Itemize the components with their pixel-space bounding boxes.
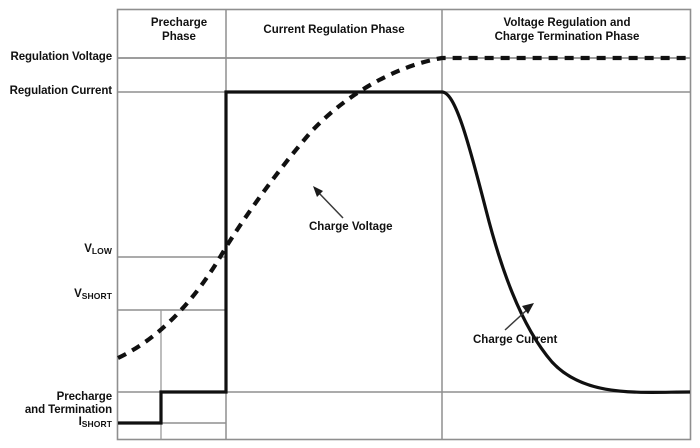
annotation-charge-current-text: Charge Current [473,334,558,346]
axis-label-v-short-text: V [74,288,82,300]
axis-label-v-low: VLOW [0,243,112,256]
annotation-charge-voltage-text: Charge Voltage [309,221,393,233]
axis-label-v-short-subscript: SHORT [81,290,112,301]
charge-voltage-arrowhead [313,186,323,197]
axis-label-v-low-text: V [84,243,92,255]
axis-label-i-short-text: I [78,416,82,428]
phase-title-voltage-regulation-line2: Charge Termination Phase [494,31,640,44]
axis-label-regulation-current: Regulation Current [0,85,112,98]
phase-title-precharge: Precharge Phase [134,16,224,45]
phase-title-voltage-regulation-line1: Voltage Regulation and [503,17,631,29]
plot-frame [116,8,692,441]
phase-title-current-regulation: Current Regulation Phase [228,23,440,37]
axis-label-i-short-subscript: SHORT [81,418,112,429]
annotation-charge-current: Charge Current [473,334,557,346]
axis-label-v-short: VSHORT [0,288,112,301]
phase-title-current-regulation-line1: Current Regulation Phase [263,24,405,36]
phase-title-precharge-line2: Phase [162,31,196,44]
axis-label-regulation-voltage-text: Regulation Voltage [10,51,113,63]
axis-label-precharge-termination: Precharge and Termination [0,378,112,418]
axis-label-v-low-subscript: LOW [91,245,112,256]
axis-label-i-short: ISHORT [0,416,112,429]
charge-current-leader-line [504,307,530,331]
charge-current-arrowhead [522,303,534,314]
axis-label-regulation-current-text: Regulation Current [9,85,112,97]
phase-title-precharge-line1: Precharge [150,17,208,29]
axis-label-regulation-voltage: Regulation Voltage [0,51,113,64]
charge-voltage-curve [117,55,690,360]
axis-label-precharge-termination-text: Precharge and Termination [24,391,112,417]
phase-title-voltage-regulation: Voltage Regulation and Charge Terminatio… [444,16,690,45]
charge-voltage-leader-line [317,191,344,219]
annotation-charge-voltage: Charge Voltage [309,221,393,233]
charge-current-curve [118,90,691,425]
